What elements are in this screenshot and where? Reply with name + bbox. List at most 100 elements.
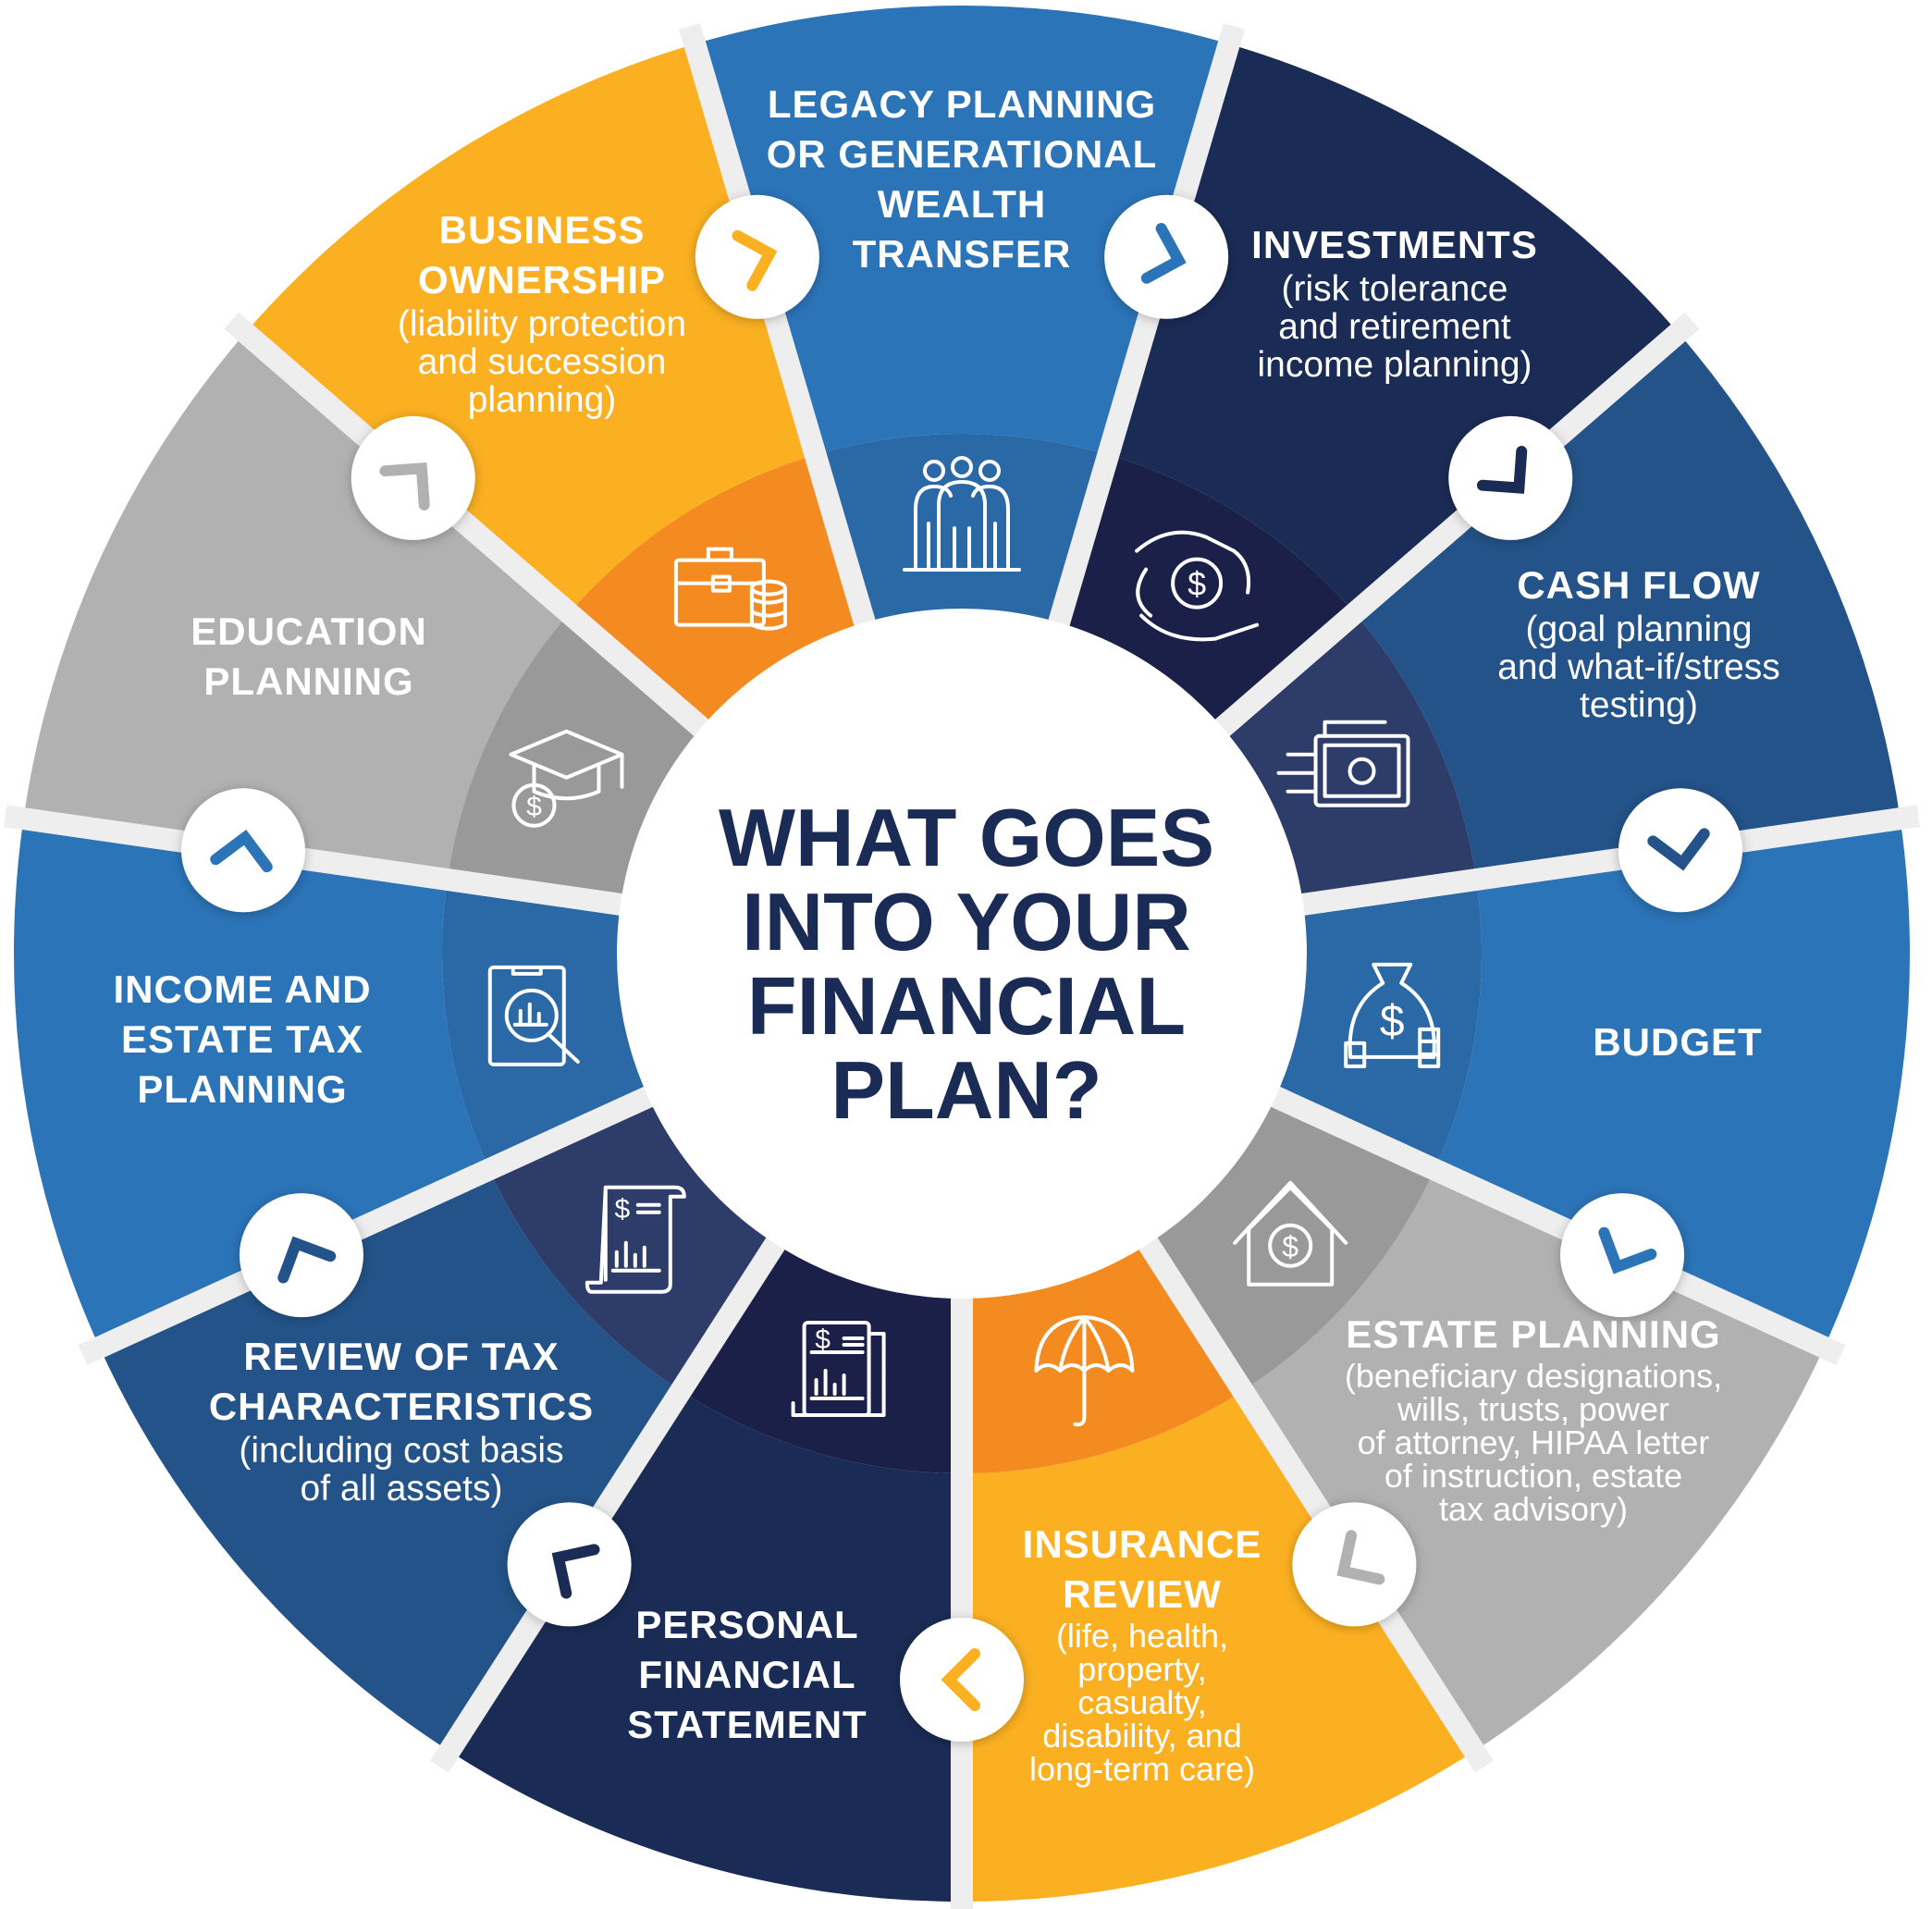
chevron-connector (239, 1193, 363, 1318)
chevron-right-icon (210, 830, 273, 873)
chevron-right-icon (1647, 828, 1710, 871)
svg-text:$: $ (526, 792, 542, 822)
center-title-line: WHAT GOES (718, 792, 1215, 883)
segment-title-line: CASH FLOW (1517, 563, 1761, 607)
chevron-connector (695, 194, 819, 319)
magnifier-report-icon (487, 965, 580, 1066)
segment-title-line: BUDGET (1593, 1020, 1763, 1064)
chevron-connector (1448, 415, 1573, 540)
graduation-cap-dollar-icon: $ (509, 729, 624, 828)
segment-outer-business-ownership (245, 43, 816, 613)
segment-subtitle-line: tax advisory) (1438, 1490, 1629, 1528)
segment-subtitle-line: (including cost basis (239, 1431, 564, 1471)
segment-outer-personal-financial-statement (449, 1390, 963, 1902)
segment-title-line: EDUCATION (191, 610, 427, 653)
label-education-planning: EDUCATION PLANNING (191, 607, 427, 707)
segment-title-line: TRANSFER (852, 232, 1072, 276)
segment-inner-review-of-tax (488, 1094, 779, 1391)
chevron-right-icon (732, 229, 778, 291)
segment-subtitle-line: property, (1077, 1650, 1207, 1688)
segment-outer-investments (1108, 43, 1679, 613)
segment-subtitle-line: of instruction, estate (1384, 1457, 1683, 1495)
segment-subtitle-line: testing) (1580, 685, 1698, 725)
segment-subtitle-line: casualty, (1077, 1683, 1207, 1721)
umbrella-icon (1034, 1314, 1135, 1427)
segment-subtitle-line: planning) (467, 380, 617, 420)
segment-outer-legacy (695, 6, 1229, 455)
segment-inner-legacy (815, 434, 1109, 627)
center-title-line: INTO YOUR (742, 876, 1191, 967)
segment-inner-business-ownership (569, 454, 867, 732)
chevron-connector (351, 415, 475, 540)
label-budget: BUDGET (1593, 1017, 1762, 1067)
segment-subtitle-line: of attorney, HIPAA letter (1357, 1423, 1710, 1461)
segment-subtitle-line: (beneficiary designations, (1344, 1357, 1723, 1395)
segment-outer-cash-flow (1354, 332, 1901, 881)
chevron-right-icon (1140, 222, 1187, 284)
segment-title-line: CHARACTERISTICS (208, 1385, 595, 1428)
segment-title-line: LEGACY PLANNING (767, 82, 1157, 126)
segment-business-ownership (245, 43, 867, 732)
chevron-connector (1618, 788, 1743, 913)
chevron-connector (180, 788, 305, 913)
label-review-of-tax: REVIEW OF TAX CHARACTERISTICS(including c… (209, 1332, 594, 1508)
chevron-right-icon (551, 1544, 600, 1599)
briefcase-coins-icon (673, 547, 787, 631)
center-title-line: PLAN? (831, 1044, 1102, 1136)
cash-icon (1276, 720, 1410, 807)
segment-subtitle-line: and succession (417, 342, 667, 382)
chevron-connector (1292, 1502, 1417, 1627)
segment-subtitle-line: (life, health, (1055, 1617, 1229, 1655)
segment-outer-education-planning (23, 332, 570, 881)
center-title: WHAT GOES INTO YOUR FINANCIAL PLAN? (719, 795, 1214, 1132)
segment-subtitle-line: (goal planning (1525, 610, 1753, 649)
segment-title-line: PLANNING (137, 1067, 348, 1111)
financial-document-icon: $ (791, 1320, 886, 1417)
label-estate-planning: ESTATE PLANNING(beneficiary designations… (1345, 1310, 1722, 1526)
hand-dollar-icon: $ (1135, 530, 1260, 642)
segment-outer-insurance-review (962, 1390, 1475, 1902)
segment-title-line: REVIEW (1063, 1572, 1222, 1616)
segment-investments (1057, 43, 1679, 732)
segment-title-line: PLANNING (203, 659, 414, 703)
chevron-right-icon (277, 1236, 337, 1284)
svg-text:$: $ (1188, 565, 1206, 603)
center-title-line: FINANCIAL (746, 960, 1187, 1052)
scroll-report-icon: $ (585, 1185, 686, 1294)
segment-title-line: REVIEW OF TAX (243, 1335, 560, 1378)
segment-inner-budget (1271, 880, 1482, 1170)
svg-text:$: $ (1380, 997, 1405, 1046)
segment-inner-investments (1057, 454, 1355, 732)
svg-text:$: $ (1282, 1230, 1298, 1263)
segment-title-line: OWNERSHIP (417, 258, 667, 302)
chevron-right-icon (1598, 1226, 1657, 1275)
segment-legacy (695, 6, 1229, 627)
money-bag-icon: $ (1344, 962, 1441, 1068)
segment-inner-estate-planning (1145, 1094, 1435, 1391)
chevron-connector (900, 1618, 1024, 1742)
segment-subtitle-line: disability, and (1042, 1717, 1242, 1755)
segment-subtitle-line: income planning) (1257, 345, 1532, 385)
segment-title-line: ESTATE PLANNING (1346, 1312, 1721, 1356)
segment-title-line: PERSONAL (635, 1603, 859, 1646)
segment-subtitle-line: (liability protection (397, 304, 687, 344)
segment-subtitle-line: wills, trusts, power (1397, 1390, 1670, 1428)
segment-subtitle-line: (risk tolerance (1281, 269, 1508, 309)
segment-title-line: BUSINESS (438, 208, 646, 252)
segment-title-line: ESTATE TAX (120, 1017, 363, 1061)
segment-title-line: OR GENERATIONAL (766, 132, 1158, 176)
segment-title-line: INVESTMENTS (1251, 223, 1538, 266)
chevron-connector (1560, 1193, 1685, 1318)
svg-text:$: $ (815, 1324, 831, 1355)
segment-subtitle-line: of all assets) (300, 1469, 503, 1509)
svg-text:$: $ (614, 1194, 630, 1225)
people-icon (903, 456, 1021, 572)
segment-subtitle-line: long-term care) (1028, 1750, 1256, 1788)
chevron-right-icon (379, 462, 430, 511)
